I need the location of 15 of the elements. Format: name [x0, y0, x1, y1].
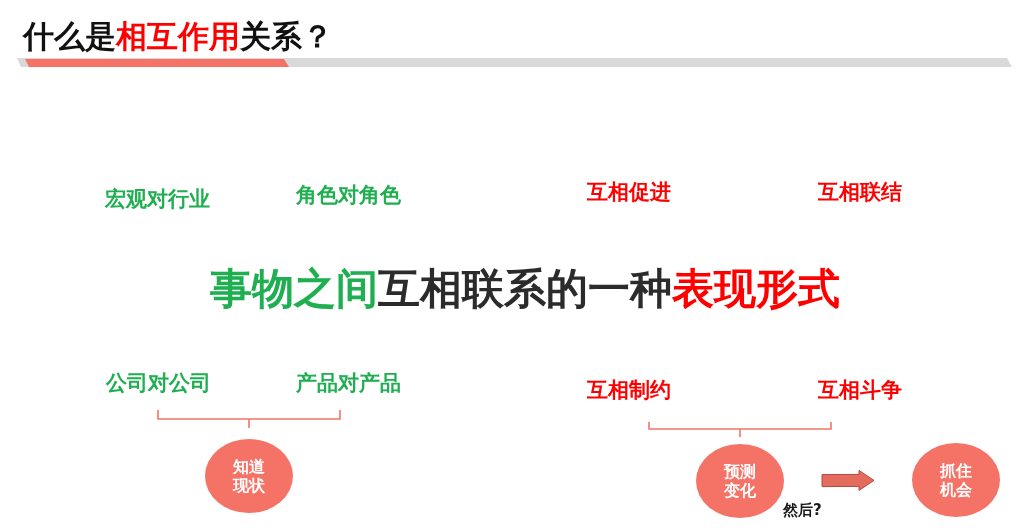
- circle-node: 抓住机会: [912, 443, 1000, 517]
- headline-text: 事物之间互相联系的一种表现形式: [210, 264, 840, 314]
- circle-node: 预测变化: [696, 444, 784, 518]
- keyword-label: 公司对公司: [106, 371, 211, 396]
- block-arrow: [821, 469, 875, 491]
- note-text: 然后?: [783, 501, 822, 519]
- circle-node: 知道现状: [205, 439, 293, 513]
- keyword-label: 互相斗争: [818, 378, 902, 403]
- keyword-label: 互相联结: [818, 180, 902, 205]
- keyword-label: 产品对产品: [296, 371, 401, 396]
- keyword-label: 互相促进: [587, 180, 671, 205]
- keyword-label: 角色对角色: [296, 183, 401, 208]
- keyword-label: 互相制约: [587, 378, 671, 403]
- keyword-label: 宏观对行业: [105, 187, 210, 212]
- slide-title: 什么是相互作用关系？: [23, 18, 333, 54]
